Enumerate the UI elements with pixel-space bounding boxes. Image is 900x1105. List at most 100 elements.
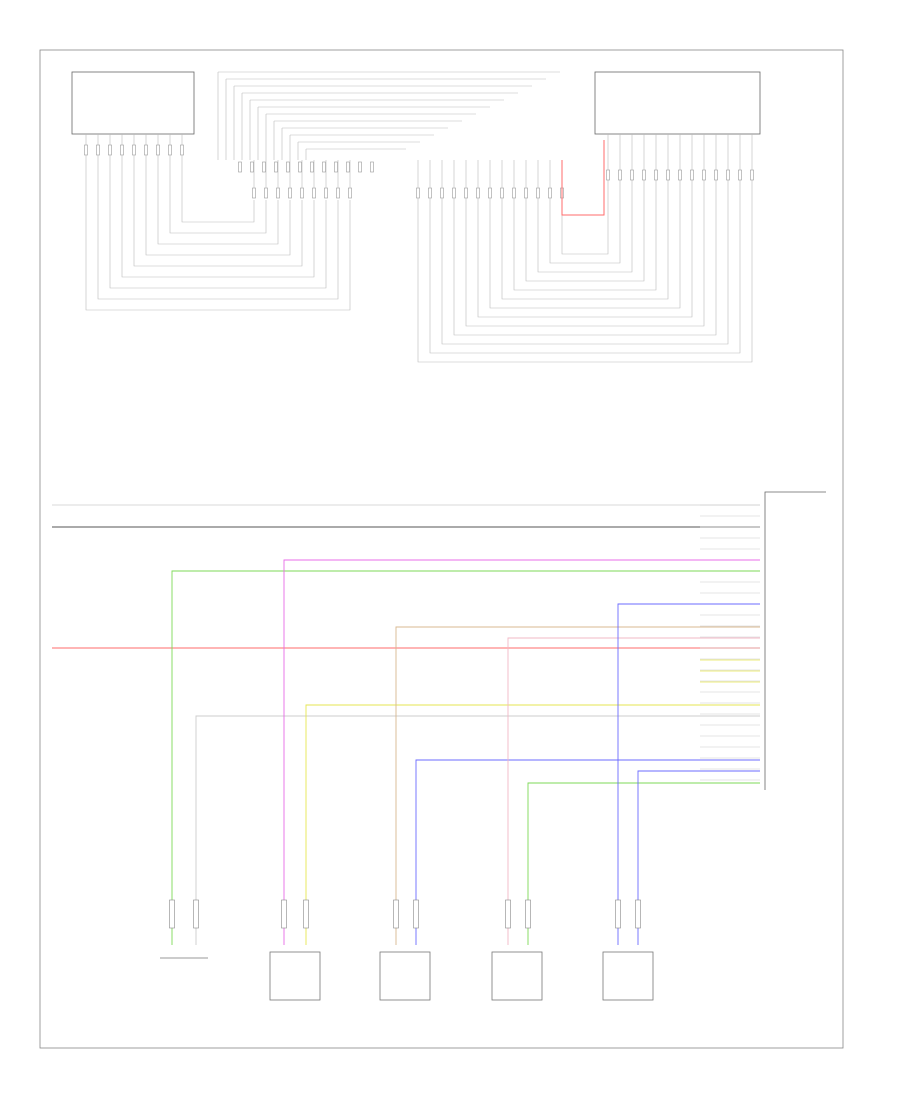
center-left-pin-2: [276, 187, 280, 199]
right-pin-5: [666, 169, 670, 181]
right-loop-wire-2: [441, 180, 729, 345]
sensor-4-box: [491, 951, 543, 1001]
sensor-2-box: [269, 951, 321, 1001]
sensor2-wire-b: [305, 704, 760, 945]
left-loop-wire-2: [109, 155, 327, 289]
right-center-pin-10: [536, 187, 540, 199]
left-loop-wire-8: [181, 155, 255, 223]
sensor1-wire-b: [195, 715, 760, 945]
right-pin-8: [702, 169, 706, 181]
left-pin-3: [120, 144, 124, 156]
center-left-pin-1: [264, 187, 268, 199]
right-pin-9: [714, 169, 718, 181]
left-pin-6: [156, 144, 160, 156]
sensor5-wire-a-connector: [615, 899, 621, 929]
right-pin-12: [750, 169, 754, 181]
center-left-pin-4: [300, 187, 304, 199]
right-pin-11: [738, 169, 742, 181]
center-pin-11: [370, 161, 374, 173]
right-pin-6: [678, 169, 682, 181]
red-link-wire: [561, 140, 605, 216]
right-loop-wire-3: [453, 180, 717, 336]
center-left-pin-6: [324, 187, 328, 199]
right-pin-2: [630, 169, 634, 181]
sensor2-wire-b-connector: [303, 899, 309, 929]
right-center-pin-5: [476, 187, 480, 199]
sensor1-wire-a: [171, 570, 760, 945]
right-loop-wire-11: [549, 180, 621, 264]
right-loop-wire-6: [489, 180, 681, 309]
sensor5-wire-a: [617, 603, 760, 945]
left-pin-0: [84, 144, 88, 156]
right-pin-3: [642, 169, 646, 181]
right-center-pin-3: [452, 187, 456, 199]
left-pin-8: [180, 144, 184, 156]
center-pin-1: [250, 161, 254, 173]
left-loop-wire-5: [145, 155, 291, 256]
right-center-pin-7: [500, 187, 504, 199]
right-center-pin-1: [428, 187, 432, 199]
right-pin-10: [726, 169, 730, 181]
right-center-pin-9: [524, 187, 528, 199]
sensor4-wire-a-connector: [505, 899, 511, 929]
center-pin-8: [334, 161, 338, 173]
right-center-pin-4: [464, 187, 468, 199]
left-pin-5: [144, 144, 148, 156]
sensor1-wire-a-connector: [169, 899, 175, 929]
center-pin-9: [346, 161, 350, 173]
center-left-pin-5: [312, 187, 316, 199]
center-pin-7: [322, 161, 326, 173]
right-center-pin-8: [512, 187, 516, 199]
center-pin-6: [310, 161, 314, 173]
sensor-3: [379, 951, 431, 1001]
right-pin-1: [618, 169, 622, 181]
right-loop-wire-8: [513, 180, 657, 291]
sensor5-wire-b: [637, 770, 760, 945]
left-pin-4: [132, 144, 136, 156]
right-pin-7: [690, 169, 694, 181]
center-pin-10: [358, 161, 362, 173]
right-center-pin-6: [488, 187, 492, 199]
left-loop-wire-0: [85, 155, 351, 311]
right-center-pin-11: [548, 187, 552, 199]
right-pin-4: [654, 169, 658, 181]
sensor2-wire-a-connector: [281, 899, 287, 929]
top-wiring-group: [84, 71, 754, 363]
right-module-box: [594, 71, 761, 135]
sensor3-wire-a: [395, 626, 760, 945]
center-left-pin-7: [336, 187, 340, 199]
left-pin-1: [96, 144, 100, 156]
right-loop-wire-1: [429, 180, 741, 354]
sensor3-wire-a-connector: [393, 899, 399, 929]
right-pin-0: [606, 169, 610, 181]
right-loop-wire-12: [561, 180, 609, 255]
sensor5-wire-b-connector: [635, 899, 641, 929]
left-loop-wire-4: [133, 155, 303, 267]
mid-wiring-group: [52, 504, 760, 945]
sensor1-wire-b-connector: [193, 899, 199, 929]
left-module-box: [71, 71, 195, 135]
center-pin-3: [274, 161, 278, 173]
center-pin-5: [298, 161, 302, 173]
right-loop-wire-4: [465, 180, 705, 327]
center-pin-2: [262, 161, 266, 173]
diagram-border: [39, 49, 844, 1049]
left-loop-wire-3: [121, 155, 315, 278]
sensor-2: [269, 951, 321, 1001]
sensor-4: [491, 951, 543, 1001]
center-pin-0: [238, 161, 242, 173]
sensor-3-box: [379, 951, 431, 1001]
ecu-connector: [764, 491, 826, 790]
right-loop-wire-0: [417, 180, 753, 363]
left-loop-wire-1: [97, 155, 339, 300]
sensor2-wire-a: [283, 559, 760, 945]
right-loop-wire-7: [501, 180, 669, 300]
left-loop-wire-7: [169, 155, 267, 234]
sensor3-wire-b-connector: [413, 899, 419, 929]
right-loop-wire-5: [477, 180, 693, 318]
right-loop-wire-9: [525, 180, 645, 282]
right-loop-wire-10: [537, 180, 633, 273]
left-pin-2: [108, 144, 112, 156]
